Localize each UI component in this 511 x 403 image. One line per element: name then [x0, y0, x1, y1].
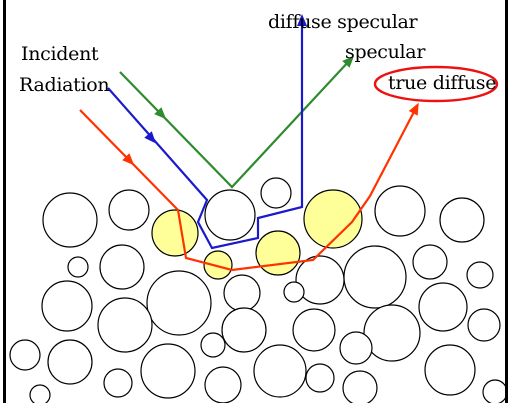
particle — [42, 281, 92, 331]
incident-label-line1: Incident — [21, 45, 98, 64]
particle — [468, 309, 500, 341]
particle — [100, 245, 144, 289]
specular-label: specular — [345, 43, 425, 62]
particle — [293, 309, 335, 351]
particle — [222, 308, 266, 352]
particle — [68, 257, 88, 277]
particle — [261, 178, 291, 208]
particle — [425, 345, 475, 395]
particle — [43, 193, 97, 247]
diffuse-specular-label: diffuse specular — [268, 13, 417, 32]
particle — [306, 364, 334, 392]
particle — [10, 340, 40, 370]
particle — [413, 245, 447, 279]
particle — [254, 345, 306, 397]
specular-ray — [120, 60, 350, 187]
particle — [483, 380, 507, 403]
particle — [98, 298, 152, 352]
particle — [205, 190, 255, 240]
highlighted-particle — [256, 231, 300, 275]
particle — [340, 332, 372, 364]
ray-arrowheads — [122, 14, 423, 169]
highlighted-particle — [152, 210, 198, 256]
particle — [344, 246, 406, 308]
particle — [147, 271, 211, 335]
particle — [141, 344, 195, 398]
true-diffuse-label: true diffuse — [388, 74, 496, 93]
particle-bed — [10, 178, 507, 403]
particle — [375, 186, 425, 236]
particle — [224, 275, 260, 311]
particle — [205, 367, 241, 403]
particle — [343, 371, 377, 403]
particle — [104, 369, 132, 397]
highlighted-particle — [204, 251, 232, 279]
arrowhead-icon — [409, 100, 423, 115]
particle — [364, 305, 420, 361]
true-diffuse-ray — [80, 108, 416, 270]
particle — [467, 262, 493, 288]
particle — [30, 385, 50, 403]
particle — [284, 282, 304, 302]
particle — [48, 340, 92, 384]
incident-label-line2: Radiation — [19, 76, 109, 95]
particle — [440, 198, 484, 242]
particle — [109, 190, 149, 230]
particle — [419, 283, 467, 331]
particle — [201, 333, 225, 357]
